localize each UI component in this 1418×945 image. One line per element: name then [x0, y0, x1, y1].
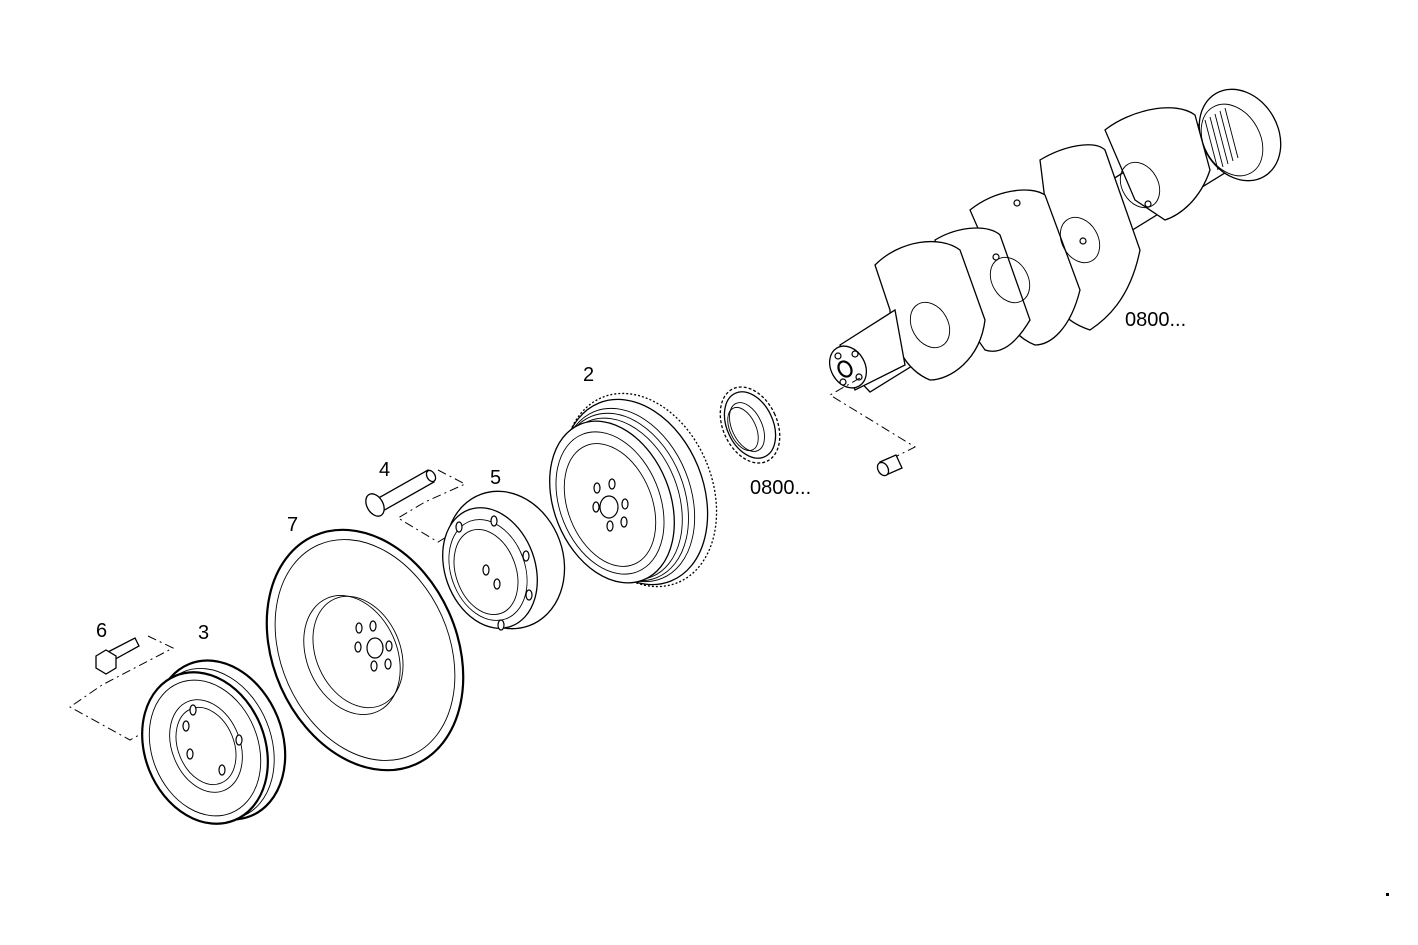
part-6-bolt-drawing[interactable]: [69, 635, 175, 741]
crankshaft-drawing[interactable]: [822, 74, 1297, 394]
part-2-pulley-drawing[interactable]: [527, 370, 744, 609]
part-4-bolt-drawing[interactable]: [362, 469, 467, 543]
callout-4[interactable]: 4: [379, 459, 391, 481]
crankshaft-gear-drawing[interactable]: [709, 377, 792, 472]
callout-2[interactable]: 2: [583, 364, 595, 386]
callout-3[interactable]: 3: [198, 622, 210, 644]
part-5-hub-drawing[interactable]: [427, 474, 584, 645]
crankshaft-gear-reference-label[interactable]: 0800...: [750, 477, 812, 499]
callout-7[interactable]: 7: [287, 514, 299, 536]
callout-6[interactable]: 6: [96, 620, 108, 642]
part-3-pulley-drawing[interactable]: [120, 641, 308, 843]
dowel-pin-drawing[interactable]: [829, 377, 917, 478]
callout-5[interactable]: 5: [490, 467, 502, 489]
corner-dot: [1386, 893, 1389, 896]
crankshaft-reference-label[interactable]: 0800...: [1125, 309, 1187, 331]
part-7-damper-drawing[interactable]: [230, 498, 500, 801]
